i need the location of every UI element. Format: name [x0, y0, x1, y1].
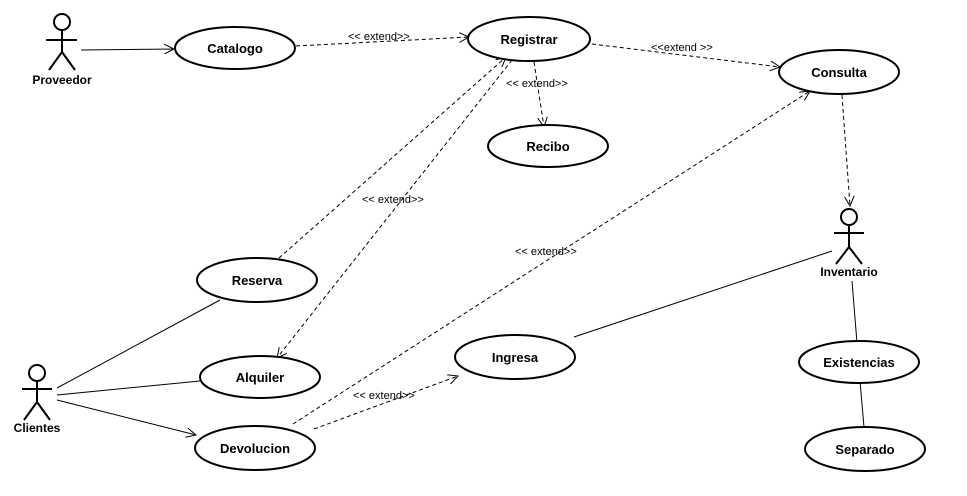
- relations: [56, 37, 865, 435]
- relation-reserva-registrar: [278, 57, 506, 259]
- use-case-label: Existencias: [823, 355, 895, 370]
- actor-inventario[interactable]: Inventario: [820, 208, 878, 279]
- use-case-label: Recibo: [526, 139, 569, 154]
- relation-ingresa-inventario: [573, 250, 833, 338]
- use-case-reserva[interactable]: Reserva: [196, 257, 318, 303]
- use-cases: Catalogo Registrar Consulta Recibo Reser…: [174, 16, 926, 472]
- use-case-label: Ingresa: [492, 350, 539, 365]
- relation-existencias-separado: [859, 380, 865, 428]
- use-case-existencias[interactable]: Existencias: [798, 340, 920, 384]
- actor-label: Inventario: [820, 265, 877, 279]
- use-case-label: Catalogo: [207, 41, 263, 56]
- use-case-alquiler[interactable]: Alquiler: [199, 355, 321, 399]
- relation-labels: << extend>> <<extend >> << extend>> << e…: [348, 31, 713, 402]
- relation-clientes-alquiler: [56, 380, 201, 396]
- label-registrar-recibo: << extend>>: [506, 78, 568, 90]
- actor-proveedor[interactable]: Proveedor: [32, 13, 92, 87]
- use-case-label: Consulta: [811, 65, 867, 80]
- relation-registrar-recibo: [533, 61, 544, 127]
- use-case-consulta[interactable]: Consulta: [778, 49, 900, 95]
- relation-inventario-existencias: [851, 280, 858, 344]
- use-case-label: Alquiler: [236, 370, 284, 385]
- actors: Proveedor Clientes Inventario: [14, 13, 878, 435]
- label-devolucion-ingresa: << extend>>: [353, 390, 415, 402]
- use-case-label: Reserva: [232, 273, 283, 288]
- use-case-label: Separado: [835, 442, 894, 457]
- relation-devolucion-ingresa: [313, 376, 458, 430]
- relation-devolucion-consulta: [292, 91, 810, 425]
- use-case-registrar[interactable]: Registrar: [467, 16, 591, 62]
- actor-head-icon: [28, 364, 46, 382]
- actor-label: Clientes: [14, 421, 61, 435]
- relation-proveedor-catalogo: [80, 49, 174, 50]
- actor-head-icon: [53, 13, 71, 31]
- use-case-label: Devolucion: [220, 441, 290, 456]
- use-case-recibo[interactable]: Recibo: [487, 124, 609, 168]
- use-case-label: Registrar: [500, 32, 557, 47]
- relation-consulta-inventario: [841, 94, 850, 206]
- relation-registrar-consulta: [591, 43, 780, 67]
- actor-head-icon: [840, 208, 858, 226]
- actor-label: Proveedor: [32, 73, 92, 87]
- use-case-separado[interactable]: Separado: [804, 426, 926, 472]
- relation-registrar-alquiler: [277, 59, 513, 358]
- use-case-devolucion[interactable]: Devolucion: [194, 425, 316, 471]
- use-case-catalogo[interactable]: Catalogo: [174, 26, 296, 70]
- actor-clientes[interactable]: Clientes: [14, 364, 61, 435]
- label-registrar-alquiler: << extend>>: [362, 194, 424, 206]
- label-registrar-consulta: <<extend >>: [651, 42, 713, 54]
- relation-clientes-devolucion: [56, 399, 196, 435]
- use-case-ingresa[interactable]: Ingresa: [454, 334, 576, 380]
- relation-clientes-reserva: [56, 299, 221, 389]
- label-catalogo-registrar: << extend>>: [348, 31, 410, 43]
- label-devolucion-consulta: << extend>>: [515, 246, 577, 258]
- relation-catalogo-registrar: [295, 37, 469, 47]
